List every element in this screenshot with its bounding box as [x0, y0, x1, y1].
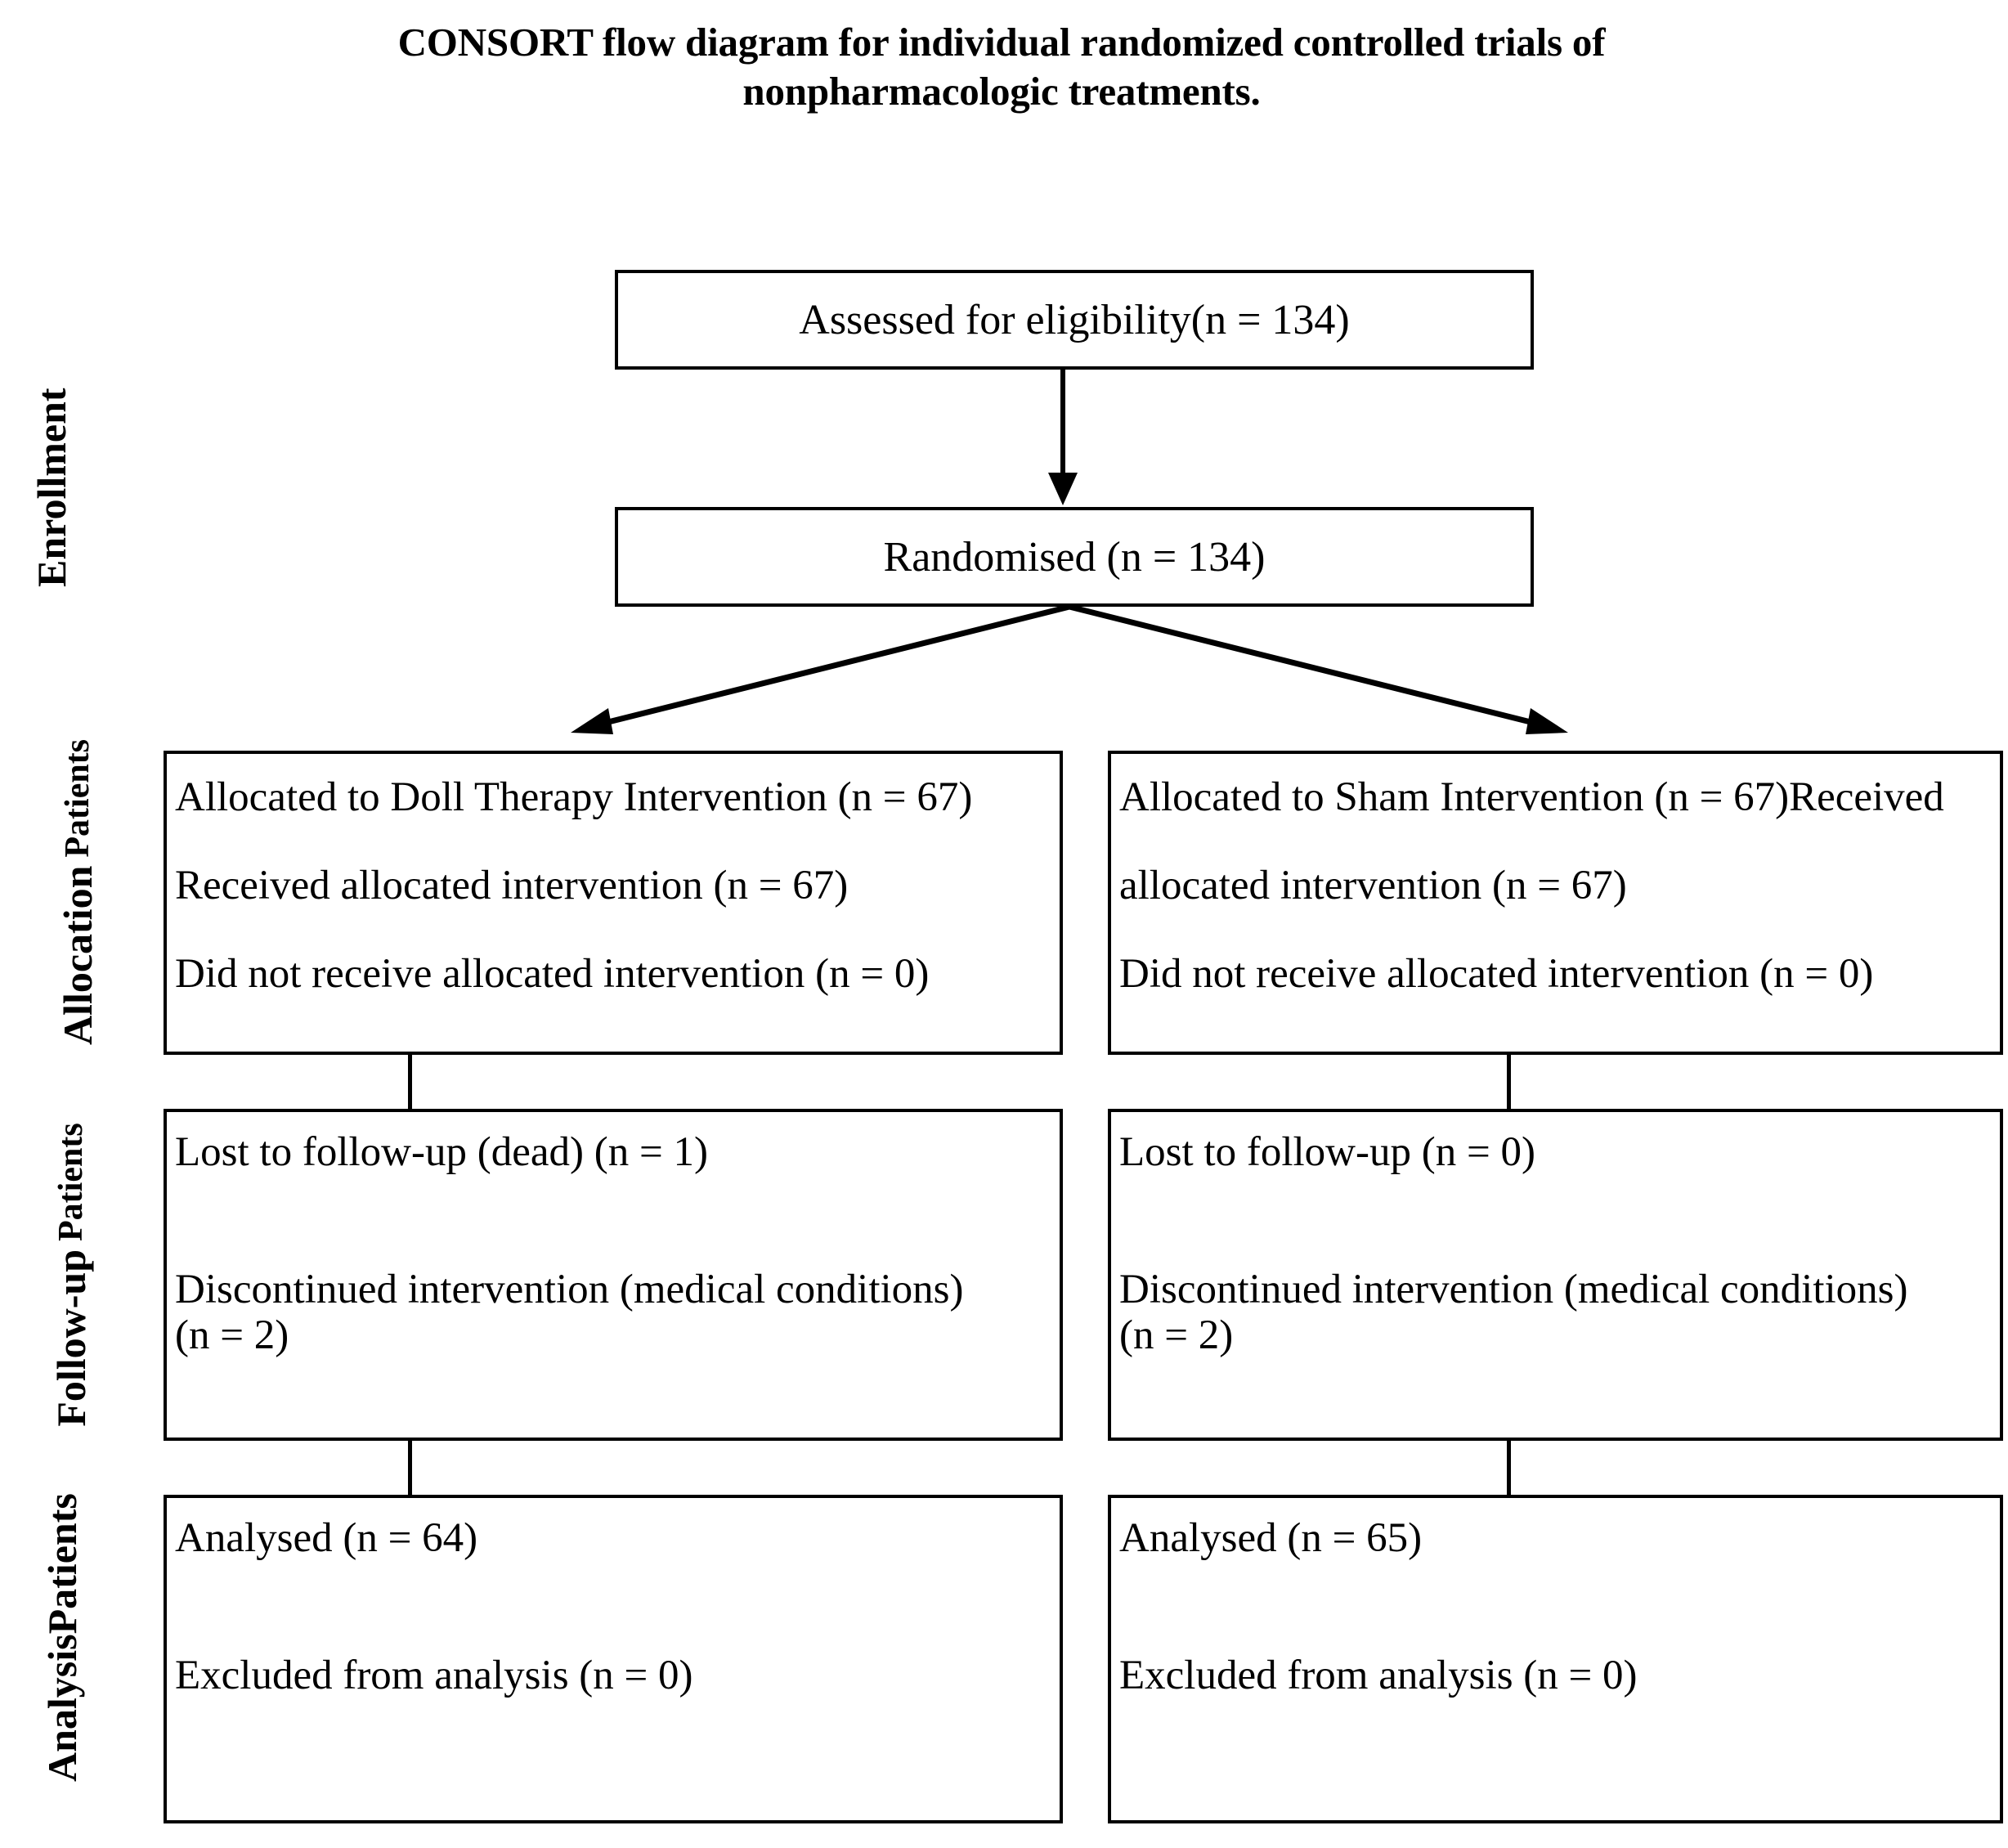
title-line-2: nonpharmacologic treatments.: [742, 68, 1261, 114]
box-analysis-left: Analysed (n = 64) Excluded from analysis…: [164, 1495, 1063, 1823]
randomised-text: Randomised (n = 134): [883, 533, 1266, 581]
arrows-randomised-split: [571, 603, 1568, 734]
box-followup-right: Lost to follow-up (n = 0) Discontinued i…: [1108, 1109, 2003, 1441]
allocation-left-line-3: Did not receive allocated intervention (…: [175, 951, 930, 997]
box-allocation-left: Allocated to Doll Therapy Intervention (…: [164, 751, 1063, 1055]
stage-label-followup-text: Follow-up: [48, 1249, 94, 1427]
analysis-left-line-1: Analysed (n = 64): [175, 1515, 478, 1561]
stage-label-enrollment: Enrollment: [29, 388, 80, 587]
allocation-right-line-2: allocated intervention (n = 67): [1119, 863, 1627, 908]
followup-right-line-3: (n = 2): [1119, 1312, 1234, 1358]
box-randomised: Randomised (n = 134): [615, 507, 1534, 607]
stage-label-allocation: Allocation Patients: [54, 739, 101, 1045]
stage-label-followup: Follow-up Patients: [47, 1123, 95, 1426]
stage-label-analysis-text: AnalysisPatients: [39, 1493, 85, 1782]
analysis-right-line-1: Analysed (n = 65): [1119, 1515, 1423, 1561]
allocation-left-line-1: Allocated to Doll Therapy Intervention (…: [175, 774, 973, 820]
followup-right-line-1: Lost to follow-up (n = 0): [1119, 1129, 1535, 1175]
stage-label-analysis: AnalysisPatients: [39, 1493, 89, 1782]
stage-label-allocation-text: Allocation: [55, 865, 101, 1046]
box-analysis-right: Analysed (n = 65) Excluded from analysis…: [1108, 1495, 2003, 1823]
stage-label-enrollment-text: Enrollment: [29, 388, 74, 587]
stage-label-followup-sub: Patients: [52, 1123, 90, 1241]
followup-left-line-2: Discontinued intervention (medical condi…: [175, 1267, 964, 1312]
stage-label-allocation-sub: Patients: [59, 738, 96, 858]
allocation-right-line-1: Allocated to Sham Intervention (n = 67)R…: [1119, 774, 1944, 820]
allocation-left-line-2: Received allocated intervention (n = 67): [175, 863, 849, 908]
followup-left-line-1: Lost to follow-up (dead) (n = 1): [175, 1129, 708, 1175]
followup-right-line-2: Discontinued intervention (medical condi…: [1119, 1267, 1908, 1312]
connector-allocation-right-to-followup-right: [1507, 1053, 1511, 1110]
connector-allocation-left-to-followup-left: [408, 1053, 412, 1110]
allocation-right-line-3: Did not receive allocated intervention (…: [1119, 951, 1874, 997]
followup-left-line-3: (n = 2): [175, 1312, 289, 1358]
box-assessed-for-eligibility: Assessed for eligibility(n = 134): [615, 270, 1534, 370]
assessed-for-eligibility-text: Assessed for eligibility(n = 134): [799, 296, 1350, 343]
arrow-assessed-to-randomised: [1048, 370, 1078, 505]
analysis-left-line-2: Excluded from analysis (n = 0): [175, 1653, 693, 1698]
connector-followup-right-to-analysis-right: [1507, 1439, 1511, 1496]
connector-followup-left-to-analysis-left: [408, 1439, 412, 1496]
analysis-right-line-2: Excluded from analysis (n = 0): [1119, 1653, 1638, 1698]
title-line-1: CONSORT flow diagram for individual rand…: [397, 20, 1606, 65]
box-allocation-right: Allocated to Sham Intervention (n = 67)R…: [1108, 751, 2003, 1055]
page-title: CONSORT flow diagram for individual rand…: [172, 18, 1831, 116]
box-followup-left: Lost to follow-up (dead) (n = 1) Discont…: [164, 1109, 1063, 1441]
